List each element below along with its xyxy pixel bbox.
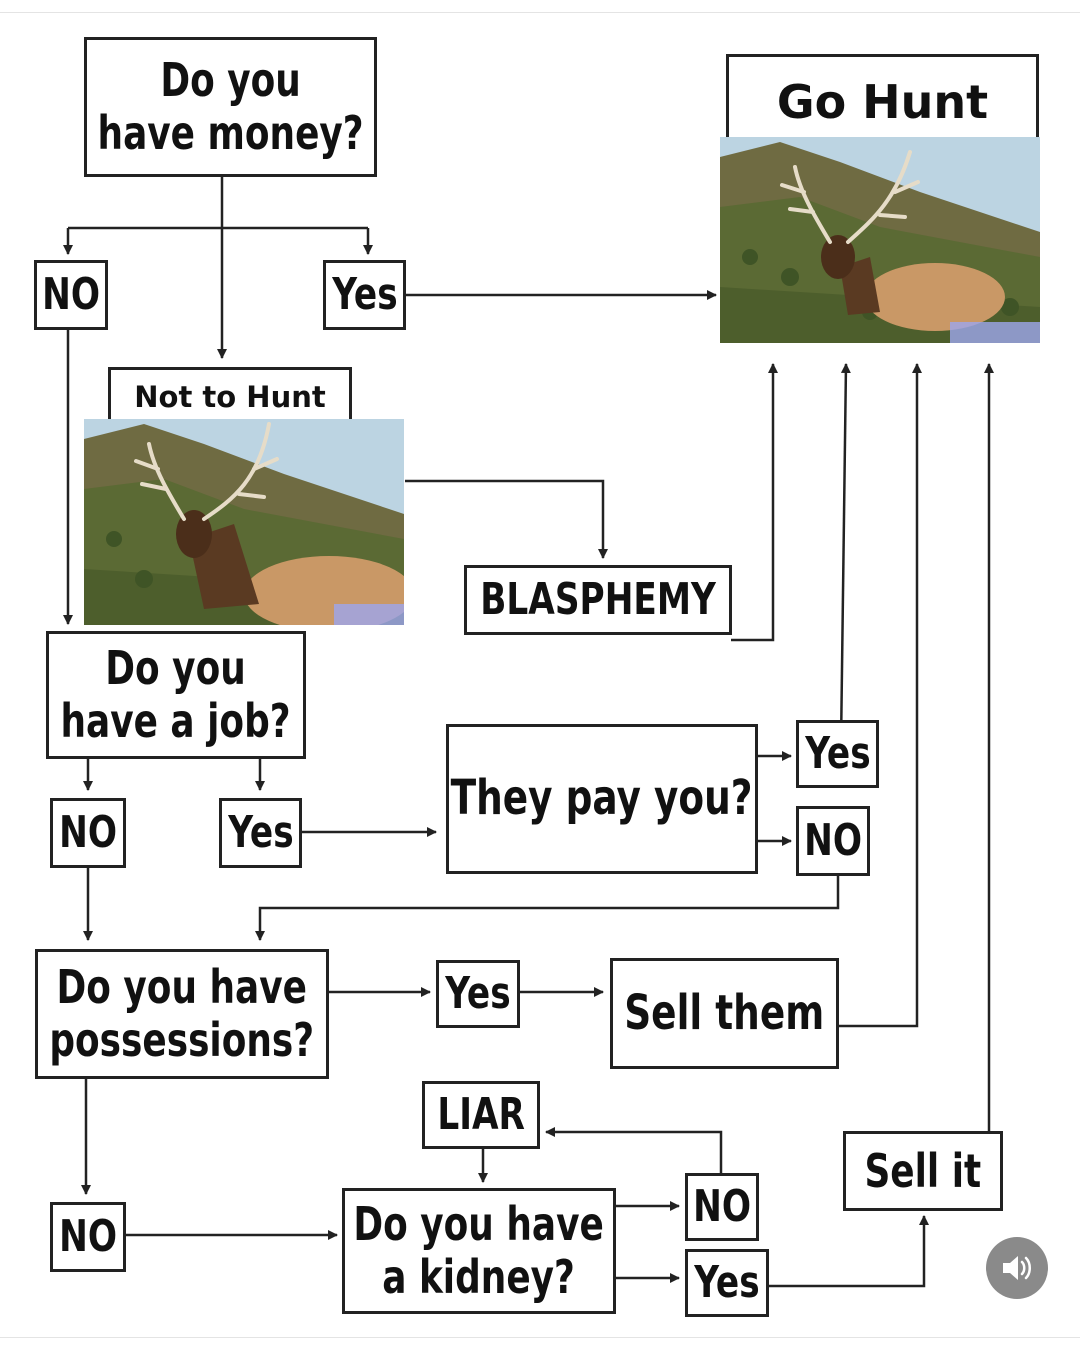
speaker-icon	[1003, 1256, 1031, 1280]
liar-box: LIAR	[422, 1081, 540, 1149]
job-no-label: NO	[59, 806, 117, 858]
sell-it-label: Sell it	[864, 1143, 982, 1198]
top-divider	[0, 12, 1080, 13]
elk-photo-icon-2	[84, 419, 404, 625]
kidney-no-box: NO	[685, 1173, 759, 1241]
elk-photo-go-hunt	[720, 137, 1040, 343]
kidney-yes-label: Yes	[694, 1256, 760, 1308]
sell-it-box: Sell it	[843, 1131, 1003, 1211]
sell-them-label: Sell them	[624, 984, 825, 1041]
not-to-hunt-header: Not to Hunt	[108, 367, 352, 422]
kidney-no-label: NO	[693, 1180, 751, 1232]
question-possessions-box: Do you have possessions?	[35, 949, 329, 1079]
go-hunt-label: Go Hunt	[776, 75, 989, 129]
pay-no-label: NO	[804, 814, 862, 866]
question-money-line1: Do you	[160, 53, 301, 108]
question-job-line1: Do you	[105, 641, 247, 696]
possessions-no-box: NO	[50, 1202, 126, 1272]
blasphemy-box: BLASPHEMY	[464, 565, 732, 635]
question-possessions-line2: possessions?	[49, 1013, 315, 1067]
kidney-yes-box: Yes	[685, 1249, 769, 1317]
question-possessions-line1: Do you have	[56, 960, 308, 1015]
bottom-divider	[0, 1337, 1080, 1338]
liar-label: LIAR	[437, 1088, 525, 1140]
pay-yes-box: Yes	[796, 720, 879, 788]
job-yes-label: Yes	[227, 806, 294, 858]
pay-yes-label: Yes	[804, 727, 871, 779]
possessions-yes-box: Yes	[436, 960, 520, 1028]
question-kidney-line2: a kidney?	[382, 1250, 576, 1304]
question-job-line2: have a job?	[60, 694, 292, 748]
question-money-line2: have money?	[97, 106, 364, 160]
job-yes-box: Yes	[219, 798, 302, 868]
money-yes-box: Yes	[323, 260, 406, 330]
not-to-hunt-label: Not to Hunt	[134, 380, 326, 414]
sell-them-box: Sell them	[610, 958, 839, 1069]
money-no-box: NO	[34, 260, 108, 330]
job-no-box: NO	[50, 798, 126, 868]
possessions-no-label: NO	[59, 1210, 117, 1262]
question-pay-box: They pay you?	[446, 724, 758, 874]
sound-button[interactable]	[986, 1237, 1048, 1299]
go-hunt-header: Go Hunt	[726, 54, 1039, 138]
money-no-label: NO	[42, 268, 100, 320]
question-kidney-line1: Do you have	[353, 1197, 605, 1252]
question-pay-label: They pay you?	[451, 770, 753, 827]
possessions-yes-label: Yes	[445, 967, 511, 1019]
pay-no-box: NO	[796, 806, 870, 876]
elk-photo-not-to-hunt	[84, 419, 404, 625]
blasphemy-label: BLASPHEMY	[480, 573, 716, 625]
question-job-box: Do you have a job?	[46, 631, 306, 759]
question-money-box: Do you have money?	[84, 37, 377, 177]
elk-photo-icon	[720, 137, 1040, 343]
question-kidney-box: Do you have a kidney?	[342, 1188, 616, 1314]
money-yes-label: Yes	[331, 268, 398, 320]
